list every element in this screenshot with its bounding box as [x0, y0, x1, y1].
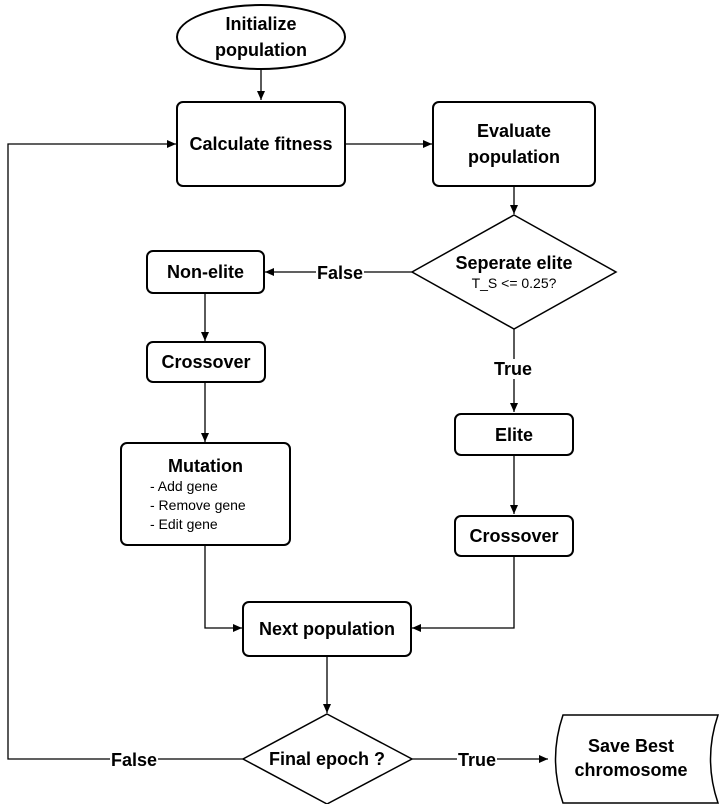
initialize-population-label: Initialize population — [215, 14, 307, 60]
elite-label: Elite — [494, 424, 533, 445]
edge-label-true-final: True — [457, 750, 498, 770]
save-best-text: Save Best chromosome — [556, 730, 706, 786]
calculate-fitness-label: Calculate fitness — [189, 134, 333, 154]
non-elite-node: Non-elite — [146, 250, 265, 294]
separate-elite-text: Seperate elite T_S <= 0.25? — [432, 250, 596, 294]
crossover-right-label: Crossover — [469, 526, 559, 546]
edge-label-false-final: False — [110, 750, 159, 770]
next-population-node: Next population — [242, 601, 412, 657]
evaluate-population-label: Evaluate population — [468, 121, 560, 167]
save-best-label: Save Best chromosome — [574, 736, 688, 780]
final-epoch-label: Final epoch ? — [268, 748, 385, 769]
mutation-list: - Add gene - Remove gene - Edit gene — [150, 477, 246, 534]
edge-label-true-separate: True — [493, 359, 534, 379]
edge-label-false-separate: False — [316, 263, 365, 283]
initialize-population-node: Initialize population — [176, 4, 346, 70]
final-epoch-decision — [241, 713, 414, 804]
crossover-right-node: Crossover — [454, 515, 574, 557]
evaluate-population-node: Evaluate population — [432, 101, 596, 187]
edge-crossover-to-next — [412, 557, 515, 632]
mutation-node: Mutation - Add gene - Remove gene - Edit… — [120, 442, 291, 546]
elite-node: Elite — [454, 413, 574, 456]
crossover-left-node: Crossover — [146, 341, 266, 383]
separate-elite-title: Seperate elite — [455, 253, 573, 273]
separate-elite-condition: T_S <= 0.25? — [471, 275, 557, 291]
mutation-item: - Edit gene — [150, 515, 218, 532]
save-best-storage — [554, 714, 719, 804]
mutation-title: Mutation — [168, 455, 243, 476]
mutation-item: - Remove gene — [150, 496, 246, 513]
mutation-item: - Add gene — [150, 477, 218, 494]
crossover-left-label: Crossover — [161, 352, 251, 372]
next-population-label: Next population — [259, 619, 395, 639]
non-elite-label: Non-elite — [166, 262, 244, 282]
edge-mutation-to-next — [204, 545, 242, 632]
calculate-fitness-node: Calculate fitness — [176, 101, 346, 187]
final-epoch-text: Final epoch ? — [252, 746, 402, 772]
separate-elite-decision — [410, 214, 618, 330]
